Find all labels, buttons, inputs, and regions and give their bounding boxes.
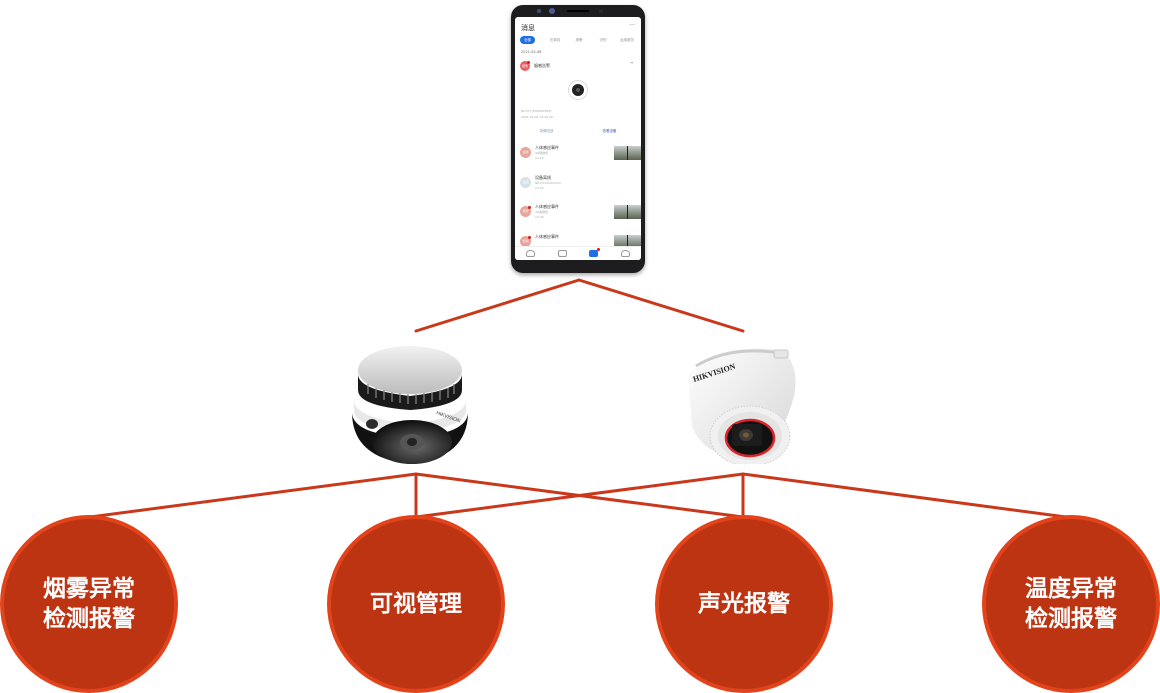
alarm-card-header[interactable]: 报警 烟感告警 ^ [520, 61, 636, 71]
device-camera-icon [568, 80, 588, 100]
tab-all[interactable]: 全部 [520, 36, 535, 44]
camera-body [572, 84, 584, 96]
feature-label: 声光报警 [698, 591, 790, 617]
tab-recognition[interactable]: 识别 [599, 37, 607, 42]
tab-bar: 全部 在离线 报警 识别 运维服务 [520, 36, 641, 44]
list-item[interactable]: 在线 设备离线 NP-DY-XXXXXXXX 13:52 [520, 175, 640, 197]
playback-button[interactable]: 录像回放 [539, 129, 554, 133]
event-time: 14:16 [535, 156, 544, 160]
feature-label: 烟雾异常 检测报警 [43, 576, 135, 632]
smartphone: 消息 ··· 全部 在离线 报警 识别 运维服务 2021-05-06 报警 烟… [511, 5, 645, 273]
event-title: 人体感应事件 [535, 204, 559, 209]
event-title: 人体感应事件 [535, 145, 559, 150]
smoke-detector-camera: HIKVISION [352, 346, 468, 464]
event-badge: 侦测 [520, 236, 531, 247]
unread-dot [528, 206, 531, 209]
list-item[interactable]: 侦测 人体感应事件 [520, 234, 641, 256]
event-title: 人体感应事件 [535, 234, 559, 239]
unread-dot [527, 61, 530, 64]
speaker-grille [567, 10, 589, 12]
view-device-button[interactable]: 查看设备 [602, 129, 617, 133]
page-title: 消息 [521, 24, 535, 32]
event-thumbnail[interactable] [614, 205, 641, 219]
alarm-title: 烟感告警 [534, 63, 550, 68]
bottom-nav [515, 246, 641, 260]
list-item[interactable]: 侦测 人体感应事件 4G摄像机 13:46 [520, 204, 641, 226]
ellipsis-icon[interactable]: ··· [629, 22, 635, 29]
feature-temperature-alarm: 温度异常 检测报警 [982, 515, 1160, 693]
front-camera-icon [549, 8, 555, 14]
phone-screen: 消息 ··· 全部 在离线 报警 识别 运维服务 2021-05-06 报警 烟… [515, 17, 641, 260]
unread-dot [528, 236, 531, 239]
event-thumbnail[interactable] [614, 146, 641, 160]
feature-label: 可视管理 [370, 591, 462, 617]
tab-alarm[interactable]: 报警 [575, 37, 583, 42]
feature-label: 温度异常 检测报警 [1025, 576, 1117, 632]
alarm-badge: 报警 [520, 61, 530, 71]
date-header: 2021-05-06 [521, 50, 542, 54]
chevron-up-icon[interactable]: ^ [629, 62, 634, 68]
user-icon[interactable] [620, 250, 630, 257]
event-badge-label: 侦测 [522, 209, 529, 213]
tv-icon[interactable] [557, 250, 567, 257]
dome-camera: HIKVISION [688, 348, 796, 464]
feature-visual-management: 可视管理 [327, 515, 505, 693]
alarm-actions: 录像回放 查看设备 [515, 129, 641, 134]
feature-smoke-alarm: 烟雾异常 检测报警 [0, 515, 178, 693]
event-badge: 侦测 [520, 147, 531, 158]
tab-online-offline[interactable]: 在离线 [549, 37, 561, 42]
event-device: 4G摄像机 [535, 151, 549, 155]
alarm-timestamp: 2021-05-06 14:40:26 [521, 115, 553, 119]
event-badge: 侦测 [520, 206, 531, 217]
event-thumbnail[interactable] [614, 235, 641, 249]
event-device: NP-DY-XXXXXXXX [535, 181, 562, 185]
camera-lens [576, 88, 580, 92]
sensor-icon [599, 9, 603, 13]
notification-dot [597, 248, 601, 251]
cloud-icon[interactable] [526, 250, 536, 257]
list-item[interactable]: 侦测 人体感应事件 4G摄像机 14:16 [520, 145, 641, 167]
event-title: 设备离线 [535, 175, 551, 180]
event-time: 13:52 [535, 186, 544, 190]
front-camera-icon [537, 9, 541, 13]
event-badge-label: 在线 [522, 180, 529, 184]
event-time: 13:46 [535, 215, 544, 219]
event-badge-label: 侦测 [522, 239, 529, 243]
event-badge-label: 侦测 [522, 150, 529, 154]
device-serial: NP-VTY(D84587608) [521, 109, 552, 113]
message-icon[interactable] [589, 248, 601, 257]
alarm-badge-label: 报警 [521, 64, 528, 68]
event-device: 4G摄像机 [535, 210, 549, 214]
tab-maintenance[interactable]: 运维服务 [620, 37, 634, 42]
event-badge: 在线 [520, 177, 531, 188]
feature-sound-light-alarm: 声光报警 [655, 515, 833, 693]
